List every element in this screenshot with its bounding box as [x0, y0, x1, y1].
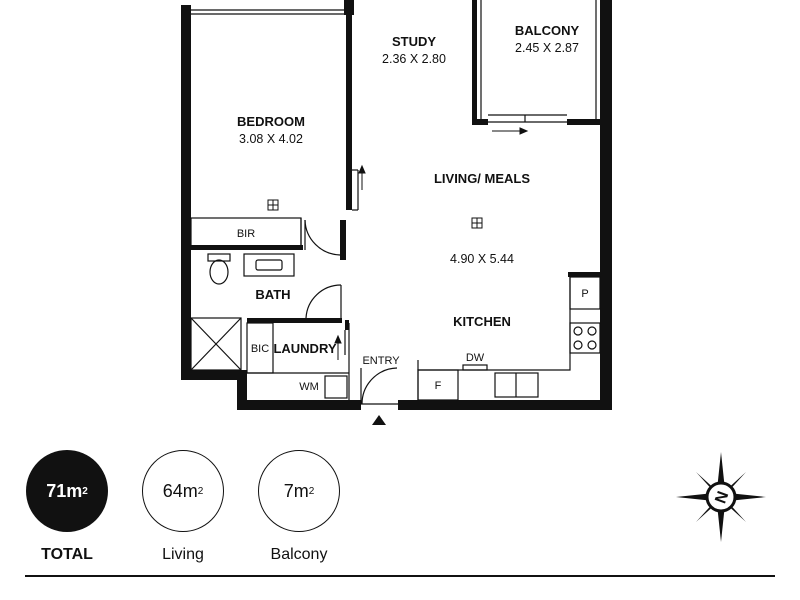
fixture-fridge: F — [435, 380, 442, 392]
wall-laundry-left — [237, 370, 247, 410]
room-name-living: LIVING/ MEALS — [434, 171, 530, 186]
room-size-study: 2.36 X 2.80 — [382, 52, 446, 66]
balcony-area-label: Balcony — [270, 546, 328, 563]
wall-balcony-bottom-r — [567, 119, 600, 125]
entry-arrow-icon — [372, 415, 386, 425]
fixture-bic: BIC — [251, 343, 269, 355]
footer-divider — [25, 575, 775, 577]
fixture-wm: WM — [299, 381, 319, 393]
washing-machine — [324, 375, 348, 399]
walls — [181, 0, 612, 410]
fixture-bir: BIR — [237, 228, 255, 240]
fixture-dw: DW — [466, 352, 485, 364]
wall-bottom-main-right — [398, 400, 612, 410]
entry-door-swing — [361, 367, 398, 405]
room-size-balcony: 2.45 X 2.87 — [515, 41, 579, 55]
room-name-bath: BATH — [255, 287, 290, 302]
wall-kitchen-nib — [568, 272, 600, 277]
balcony-area-value: 7m — [283, 480, 309, 501]
toilet — [209, 259, 229, 285]
slide-arrows — [334, 127, 529, 360]
bath-door-swing — [304, 219, 341, 256]
thin-lines — [190, 0, 601, 401]
vanity — [243, 253, 295, 277]
room-size-bedroom: 3.08 X 4.02 — [239, 132, 303, 146]
light-fittings — [267, 199, 483, 229]
wall-balcony-left — [472, 0, 477, 125]
room-name-study: STUDY — [392, 34, 436, 49]
total-area-label: TOTAL — [41, 546, 93, 563]
cooktop — [569, 322, 601, 354]
floor-plan: BEDROOM 3.08 X 4.02 STUDY 2.36 X 2.80 BA… — [181, 0, 612, 425]
compass-rose-icon: N — [676, 452, 766, 542]
room-name-kitchen: KITCHEN — [453, 314, 511, 329]
wall-laundry-right — [345, 320, 349, 330]
total-area-value: 71m — [46, 480, 83, 501]
dishwasher — [462, 364, 488, 371]
pantry — [569, 276, 601, 310]
wall-bedroom-right — [346, 15, 352, 210]
wall-bir-bottom — [191, 245, 303, 250]
shower — [190, 317, 242, 371]
wall-bottom-left — [181, 370, 241, 380]
fixture-entry: ENTRY — [362, 355, 400, 367]
wall-bath-bottom — [247, 318, 342, 323]
fridge — [417, 369, 459, 401]
wall-bath-right — [340, 220, 346, 260]
doors — [304, 219, 398, 405]
laundry-door-swing — [305, 284, 342, 319]
compass-north-letter: N — [712, 489, 732, 506]
wall-bedroom-top-right — [344, 0, 354, 15]
wall-bottom-main-left — [237, 400, 361, 410]
room-name-balcony: BALCONY — [515, 23, 580, 38]
total-area-unit: 2 — [82, 485, 88, 497]
balcony-area-unit: 2 — [308, 485, 315, 497]
wall-balcony-bottom — [472, 119, 488, 125]
living-area-value: 64m — [162, 480, 198, 501]
wall-left-bedroom — [181, 5, 191, 380]
room-name-laundry: LAUNDRY — [273, 341, 336, 356]
wall-right — [600, 0, 612, 410]
room-name-bedroom: BEDROOM — [237, 114, 305, 129]
living-area-label: Living — [162, 546, 204, 563]
living-area-unit: 2 — [197, 485, 204, 497]
fixture-pantry: P — [581, 288, 588, 300]
room-size-living: 4.90 X 5.44 — [450, 252, 514, 266]
